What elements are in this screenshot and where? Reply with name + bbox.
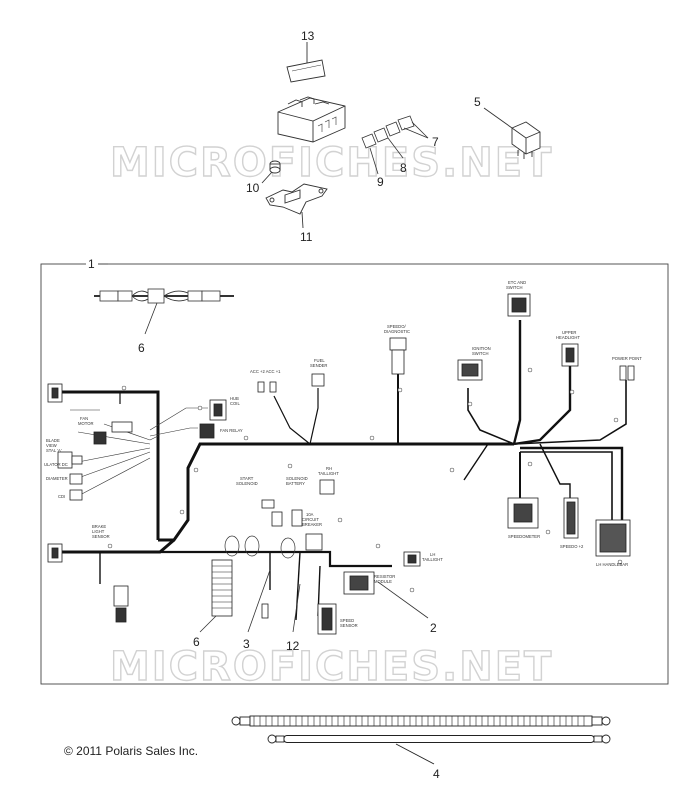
part-5-relay	[483, 107, 541, 159]
svg-text:LIGHT: LIGHT	[92, 529, 105, 534]
svg-text:ACC +2 ACC +1: ACC +2 ACC +1	[250, 369, 281, 374]
svg-text:DIAGNOSTIC: DIAGNOSTIC	[384, 329, 410, 334]
svg-text:ETC AND: ETC AND	[508, 280, 526, 285]
wire-tag-circles	[107, 367, 623, 593]
svg-text:FAN RELAY: FAN RELAY	[220, 428, 243, 433]
callout-5: 5	[474, 95, 481, 109]
svg-text:START: START	[240, 476, 254, 481]
leader-lines	[199, 569, 429, 633]
component-labels: ETC AND SWITCH SPEEDO/ DIAGNOSTIC IGNITI…	[44, 280, 642, 628]
svg-text:SENSOR: SENSOR	[92, 534, 110, 539]
callout-10: 10	[246, 181, 260, 195]
callout-8: 8	[400, 161, 407, 175]
svg-text:MODULE: MODULE	[374, 579, 392, 584]
callout-7: 7	[432, 135, 439, 149]
svg-text:COIL: COIL	[230, 401, 240, 406]
svg-text:UPPER: UPPER	[562, 330, 576, 335]
svg-text:SPEEDO/: SPEEDO/	[387, 324, 406, 329]
svg-text:LH: LH	[430, 552, 435, 557]
watermark-bottom: MICROFICHES.NET	[110, 644, 553, 690]
svg-text:BRAKE: BRAKE	[92, 524, 106, 529]
svg-text:SPEED: SPEED	[340, 618, 354, 623]
callout-11: 11	[300, 230, 313, 244]
callout-9: 9	[377, 175, 384, 189]
part-4-battery-cables	[231, 715, 611, 765]
svg-text:FUEL: FUEL	[314, 358, 325, 363]
callout-13: 13	[301, 29, 315, 43]
svg-text:SWITCH: SWITCH	[506, 285, 523, 290]
callout-12: 12	[286, 639, 300, 653]
part-6-sub-harness	[94, 288, 234, 335]
part-7-8-9-fuses	[361, 115, 429, 175]
svg-text:SOLENOID: SOLENOID	[236, 481, 258, 486]
left-thin-wires	[70, 407, 208, 497]
svg-text:TAILLIGHT: TAILLIGHT	[318, 471, 339, 476]
svg-text:CIRCUIT: CIRCUIT	[302, 517, 319, 522]
callout-4: 4	[433, 767, 440, 781]
svg-text:POWER POINT: POWER POINT	[612, 356, 642, 361]
callout-1: 1	[88, 257, 95, 271]
svg-text:BATTERY: BATTERY	[286, 481, 305, 486]
svg-text:LH HANDLEBAR: LH HANDLEBAR	[596, 562, 628, 567]
svg-text:10A: 10A	[306, 512, 314, 517]
svg-text:RH: RH	[326, 466, 332, 471]
svg-text:HUB: HUB	[230, 396, 239, 401]
svg-text:STAL 'A': STAL 'A'	[46, 448, 62, 453]
svg-text:FAN: FAN	[80, 416, 88, 421]
callout-6-upper: 6	[138, 341, 145, 355]
part-1-main-harness-frame	[40, 263, 669, 685]
svg-text:VIEW: VIEW	[46, 443, 57, 448]
grommets	[224, 535, 296, 559]
copyright-notice: © 2011 Polaris Sales Inc.	[64, 744, 199, 758]
svg-text:SPEEDOMETER: SPEEDOMETER	[508, 534, 540, 539]
part-11-bracket	[265, 183, 328, 229]
svg-text:IGNITION: IGNITION	[472, 346, 491, 351]
svg-text:TAILLIGHT: TAILLIGHT	[422, 557, 443, 562]
part-10-screw	[261, 160, 281, 184]
svg-text:BLADE: BLADE	[46, 438, 60, 443]
callout-6-lower: 6	[193, 635, 200, 649]
svg-text:HEADLIGHT: HEADLIGHT	[556, 335, 580, 340]
svg-text:SOLENOID: SOLENOID	[286, 476, 308, 481]
svg-text:SWITCH: SWITCH	[472, 351, 489, 356]
watermark-top: MICROFICHES.NET	[110, 140, 553, 186]
svg-text:DIAMETER: DIAMETER	[46, 476, 68, 481]
callout-2: 2	[430, 621, 437, 635]
svg-text:ULATOR DC: ULATOR DC	[44, 462, 68, 467]
svg-text:SENDER: SENDER	[310, 363, 327, 368]
svg-text:SPEEDO +2: SPEEDO +2	[560, 544, 584, 549]
svg-text:CDI: CDI	[58, 494, 65, 499]
svg-text:SENSOR: SENSOR	[340, 623, 358, 628]
part-13-fuse-box	[277, 42, 346, 143]
svg-text:RESISTOR: RESISTOR	[374, 574, 395, 579]
svg-text:BREAKER: BREAKER	[302, 522, 322, 527]
connectors	[47, 293, 635, 635]
callout-3: 3	[243, 637, 250, 651]
svg-text:MOTOR: MOTOR	[78, 421, 94, 426]
